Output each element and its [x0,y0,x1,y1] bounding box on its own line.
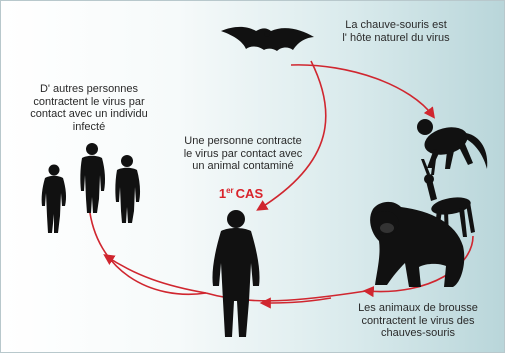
monkey-icon [417,119,488,169]
arrow-bat-to-person [256,60,327,211]
bat-label: La chauve-souris est l' hôte naturel du … [342,19,450,44]
first-case-word: CAS [235,186,264,201]
gorilla-icon [370,201,465,287]
person-label: Une personne contracte le virus par cont… [183,135,303,172]
others-label: D' autres personnes contractent le virus… [30,83,148,133]
arrow-person-to-others [205,290,367,302]
arrow-bottom-mid [259,297,332,309]
person-icon [41,164,67,233]
antelope-icon [421,159,475,239]
person-icon [115,155,141,223]
arrow-others-to-person [88,205,207,295]
first-case-number: 1 [218,186,227,201]
person-icon [212,210,260,337]
arrow-bat-to-animals [290,64,435,119]
person-icon [80,143,106,213]
arrow-animals-to-person [362,235,474,298]
cycle-arrows [88,60,474,309]
group-icon [41,143,141,233]
bat-icon [221,26,314,51]
first-case-suffix: er [226,186,234,195]
animals-label: Les animaux de brousse contractent le vi… [358,302,478,339]
arrow-person-loop [103,254,207,294]
